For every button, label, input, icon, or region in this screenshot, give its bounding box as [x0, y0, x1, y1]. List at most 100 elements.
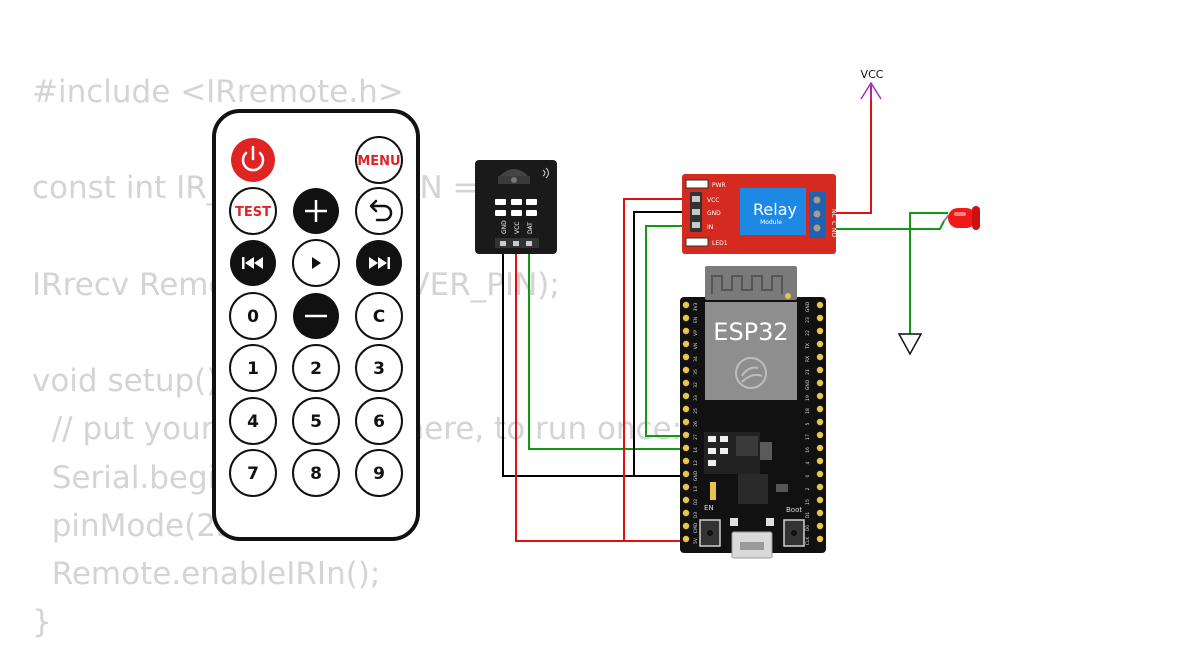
- esp32-pin-left[interactable]: [682, 327, 690, 335]
- esp32-pin-right[interactable]: [816, 431, 824, 439]
- esp32-pin-label: CMD: [693, 522, 699, 533]
- esp32-pin-right[interactable]: [816, 353, 824, 361]
- esp32-pin-left[interactable]: [682, 444, 690, 452]
- c-button[interactable]: C: [355, 292, 403, 340]
- skip-forward-icon: [369, 257, 390, 269]
- test-button[interactable]: TEST: [229, 187, 277, 235]
- esp32-pin-left[interactable]: [682, 457, 690, 465]
- esp32-pin-right[interactable]: [816, 509, 824, 517]
- esp32-pin-right[interactable]: [816, 392, 824, 400]
- esp32-pin-left[interactable]: [682, 353, 690, 361]
- esp32-pin-left[interactable]: [682, 392, 690, 400]
- esp32-pin-right[interactable]: [816, 535, 824, 543]
- esp32-pin-left[interactable]: [682, 535, 690, 543]
- esp32-pin-right[interactable]: [816, 366, 824, 374]
- relay-terminal-labels: NC C NO: [830, 209, 837, 237]
- esp32-pin-left[interactable]: [682, 366, 690, 374]
- wire-relay-vcc-supply[interactable]: [825, 86, 872, 214]
- en-button[interactable]: [699, 519, 721, 547]
- esp32-pin-left[interactable]: [682, 509, 690, 517]
- wire-ir-vcc[interactable]: [515, 246, 690, 542]
- digit-button-7[interactable]: 7: [229, 449, 277, 497]
- relay-header-pins: [692, 196, 700, 228]
- digit-button-1[interactable]: 1: [229, 344, 277, 392]
- esp32-pin-right[interactable]: [816, 379, 824, 387]
- esp32-devkit[interactable]: ESP32 EN Boot 3V3ENVPVN34353233252627141…: [680, 266, 826, 559]
- red-led[interactable]: [943, 206, 980, 230]
- wire-relay-vcc[interactable]: [623, 198, 692, 542]
- digit-button-3[interactable]: 3: [355, 344, 403, 392]
- esp32-pin-right[interactable]: [816, 483, 824, 491]
- esp32-pin-right[interactable]: [816, 470, 824, 478]
- esp32-pin-right[interactable]: [816, 457, 824, 465]
- digit-button-label: 1: [247, 359, 259, 379]
- code-line: #include <IRremote.h>: [32, 74, 404, 110]
- digit-button-2[interactable]: 2: [292, 344, 340, 392]
- esp32-pin-left[interactable]: [682, 405, 690, 413]
- plus-button[interactable]: [293, 188, 339, 234]
- relay-gnd-label: GND: [707, 210, 721, 217]
- wire-relay-in[interactable]: [645, 225, 692, 437]
- esp32-pin-right[interactable]: [816, 301, 824, 309]
- esp32-pin-left[interactable]: [682, 314, 690, 322]
- relay-module[interactable]: PWR VCC GND IN LED1 Relay Module NC C NO: [682, 174, 837, 254]
- esp32-pin-left[interactable]: [682, 301, 690, 309]
- esp32-pin-right[interactable]: [816, 314, 824, 322]
- ir-pin-dat-label: DAT: [527, 222, 534, 234]
- digit-button-6[interactable]: 6: [355, 397, 403, 445]
- esp32-regulator: [736, 436, 758, 456]
- digit-button-8[interactable]: 8: [292, 449, 340, 497]
- esp32-pin-label: GND: [805, 301, 811, 312]
- zero-button-label: 0: [247, 307, 259, 327]
- ir-receiver-module[interactable]: GND VCC DAT: [475, 160, 557, 254]
- back-button[interactable]: [355, 187, 403, 235]
- wire-relay-led[interactable]: [825, 220, 945, 230]
- wire-led-gnd[interactable]: [909, 212, 948, 334]
- esp32-pin-right[interactable]: [816, 496, 824, 504]
- zero-button[interactable]: 0: [229, 292, 277, 340]
- esp32-pin-left[interactable]: [682, 496, 690, 504]
- relay-left-labels: PWR VCC GND IN LED1: [707, 182, 728, 247]
- esp32-pin-left[interactable]: [682, 483, 690, 491]
- esp32-pin-left[interactable]: [682, 431, 690, 439]
- esp32-pin-right[interactable]: [816, 327, 824, 335]
- esp32-pin-right[interactable]: [816, 340, 824, 348]
- play-button[interactable]: [292, 239, 340, 287]
- skip-back-button[interactable]: [230, 240, 276, 286]
- ir-remote[interactable]: MENU TEST: [212, 109, 420, 541]
- usb-side-part: [730, 518, 738, 526]
- micro-usb-opening: [740, 542, 764, 550]
- boot-button[interactable]: [783, 519, 805, 547]
- menu-button[interactable]: MENU: [355, 136, 403, 184]
- menu-button-label: MENU: [357, 154, 400, 169]
- esp32-pin-label: GND: [805, 379, 811, 390]
- power-button[interactable]: [231, 138, 275, 182]
- esp32-pin-label: VP: [693, 330, 699, 336]
- esp32-pin-right[interactable]: [816, 418, 824, 426]
- digit-button-4[interactable]: 4: [229, 397, 277, 445]
- wire-ir-dat[interactable]: [528, 246, 690, 450]
- esp32-pin-right[interactable]: [816, 444, 824, 452]
- digit-button-5[interactable]: 5: [292, 397, 340, 445]
- esp32-pin-left[interactable]: [682, 379, 690, 387]
- wire-relay-gnd[interactable]: [633, 211, 694, 477]
- esp32-pin-left[interactable]: [682, 418, 690, 426]
- esp32-pin-label: D1: [805, 512, 811, 518]
- esp32-pin-left[interactable]: [682, 340, 690, 348]
- ground-symbol-icon[interactable]: [897, 333, 923, 356]
- esp32-pin-left[interactable]: [682, 522, 690, 530]
- esp32-pin-left[interactable]: [682, 470, 690, 478]
- wire-ir-gnd[interactable]: [502, 246, 694, 477]
- relay-nc-label: NC: [830, 209, 837, 218]
- vcc-power-symbol[interactable]: VCC: [860, 68, 884, 100]
- digit-button-9[interactable]: 9: [355, 449, 403, 497]
- esp32-pin-right[interactable]: [816, 405, 824, 413]
- esp32-pin-right[interactable]: [816, 522, 824, 530]
- skip-forward-button[interactable]: [356, 240, 402, 286]
- ir-pin-gnd-label: GND: [501, 220, 508, 234]
- esp32-pin-label: 26: [693, 421, 699, 427]
- minus-button[interactable]: [293, 293, 339, 339]
- esp32-pin-label: 23: [805, 317, 811, 323]
- esp32-pin-label: 13: [693, 486, 699, 492]
